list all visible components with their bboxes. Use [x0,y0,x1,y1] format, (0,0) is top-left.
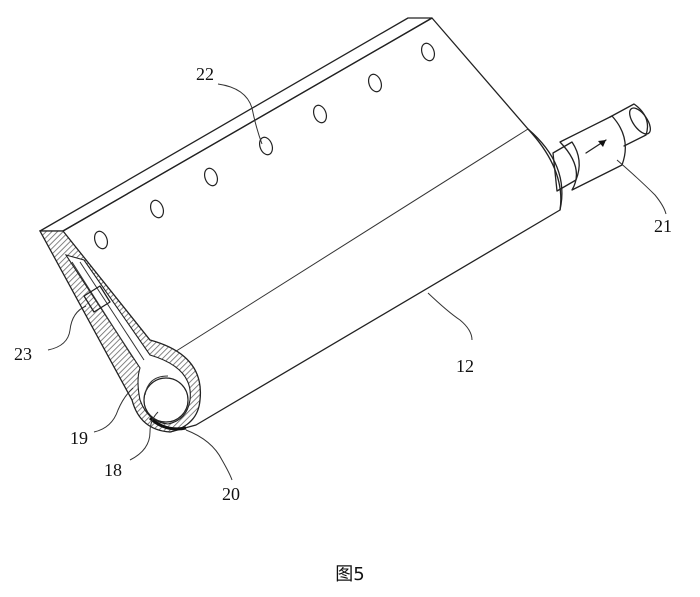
hole [93,230,109,250]
leader-18 [129,411,159,461]
leader-21 [616,159,667,215]
figure-caption: 图5 [335,564,365,585]
label-20: 20 [222,484,240,504]
plate-cylinder-edge [161,128,529,361]
leader-22 [217,83,263,145]
bore-circle-18 [143,377,189,423]
label-19: 19 [70,428,88,448]
hole [367,73,383,93]
hole [420,42,436,62]
leader-12 [427,292,473,341]
bore-inner-arc-19 [144,375,169,396]
label-18: 18 [104,460,122,480]
label-23: 23 [14,344,32,364]
inner-slot [71,261,145,361]
part-23-block [83,285,111,313]
hole [312,104,328,124]
shaft-assembly-21 [552,103,651,192]
hole [203,167,219,187]
hole [149,199,165,219]
hole [258,136,274,156]
arrow-head [598,140,606,147]
leader-20 [185,429,233,481]
hole-row-22 [93,42,436,250]
top-plate [39,17,433,232]
label-22: 22 [196,64,214,84]
cylinder-end-arc [527,128,563,211]
label-12: 12 [456,356,474,376]
leader-19 [93,387,134,433]
leader-23 [47,305,87,351]
label-21: 21 [654,216,672,236]
leader-lines [47,83,667,481]
